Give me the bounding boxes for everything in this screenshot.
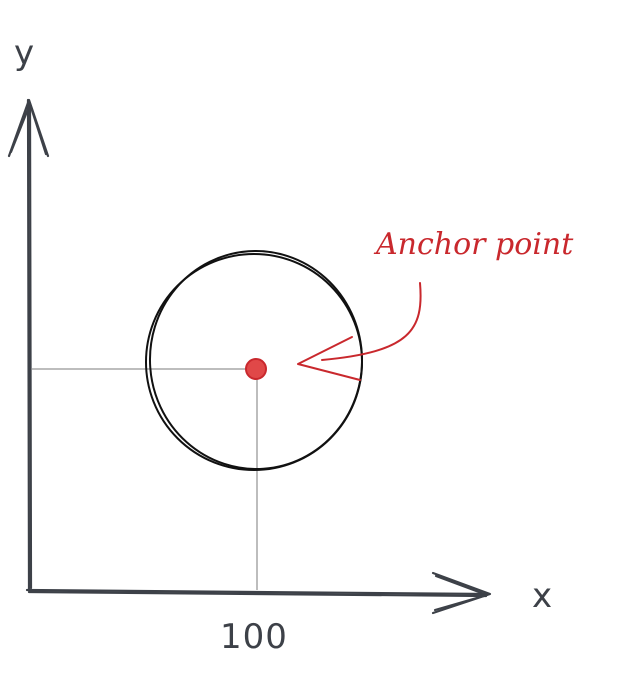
anchor-point-label: Anchor point (373, 227, 574, 262)
annotation-arrow-shaft (321, 282, 422, 361)
circle-shape (145, 250, 364, 471)
x-axis-line (25, 588, 491, 596)
x-axis (25, 571, 492, 615)
x-axis-label: x (532, 576, 552, 616)
guide-lines (32, 368, 258, 590)
circle-outline-sketch (148, 250, 364, 470)
anchor-point-dot (246, 359, 266, 379)
x-axis-line-sketch (27, 590, 488, 598)
anchor-point-dot-edge (245, 358, 267, 380)
x-tick-label: 100 (220, 617, 288, 657)
anchor-point-marker (245, 358, 267, 380)
y-axis-line-sketch (28, 102, 33, 590)
x-axis-arrowhead (431, 571, 492, 615)
annotation-arrowhead (297, 336, 361, 381)
y-axis-label: y (14, 33, 34, 73)
x-axis-arrowhead-sketch (433, 574, 489, 612)
annotation-arrow (297, 282, 422, 381)
y-axis-arrowhead-sketch (9, 102, 48, 156)
y-axis (7, 98, 50, 592)
y-axis-line (26, 98, 31, 592)
